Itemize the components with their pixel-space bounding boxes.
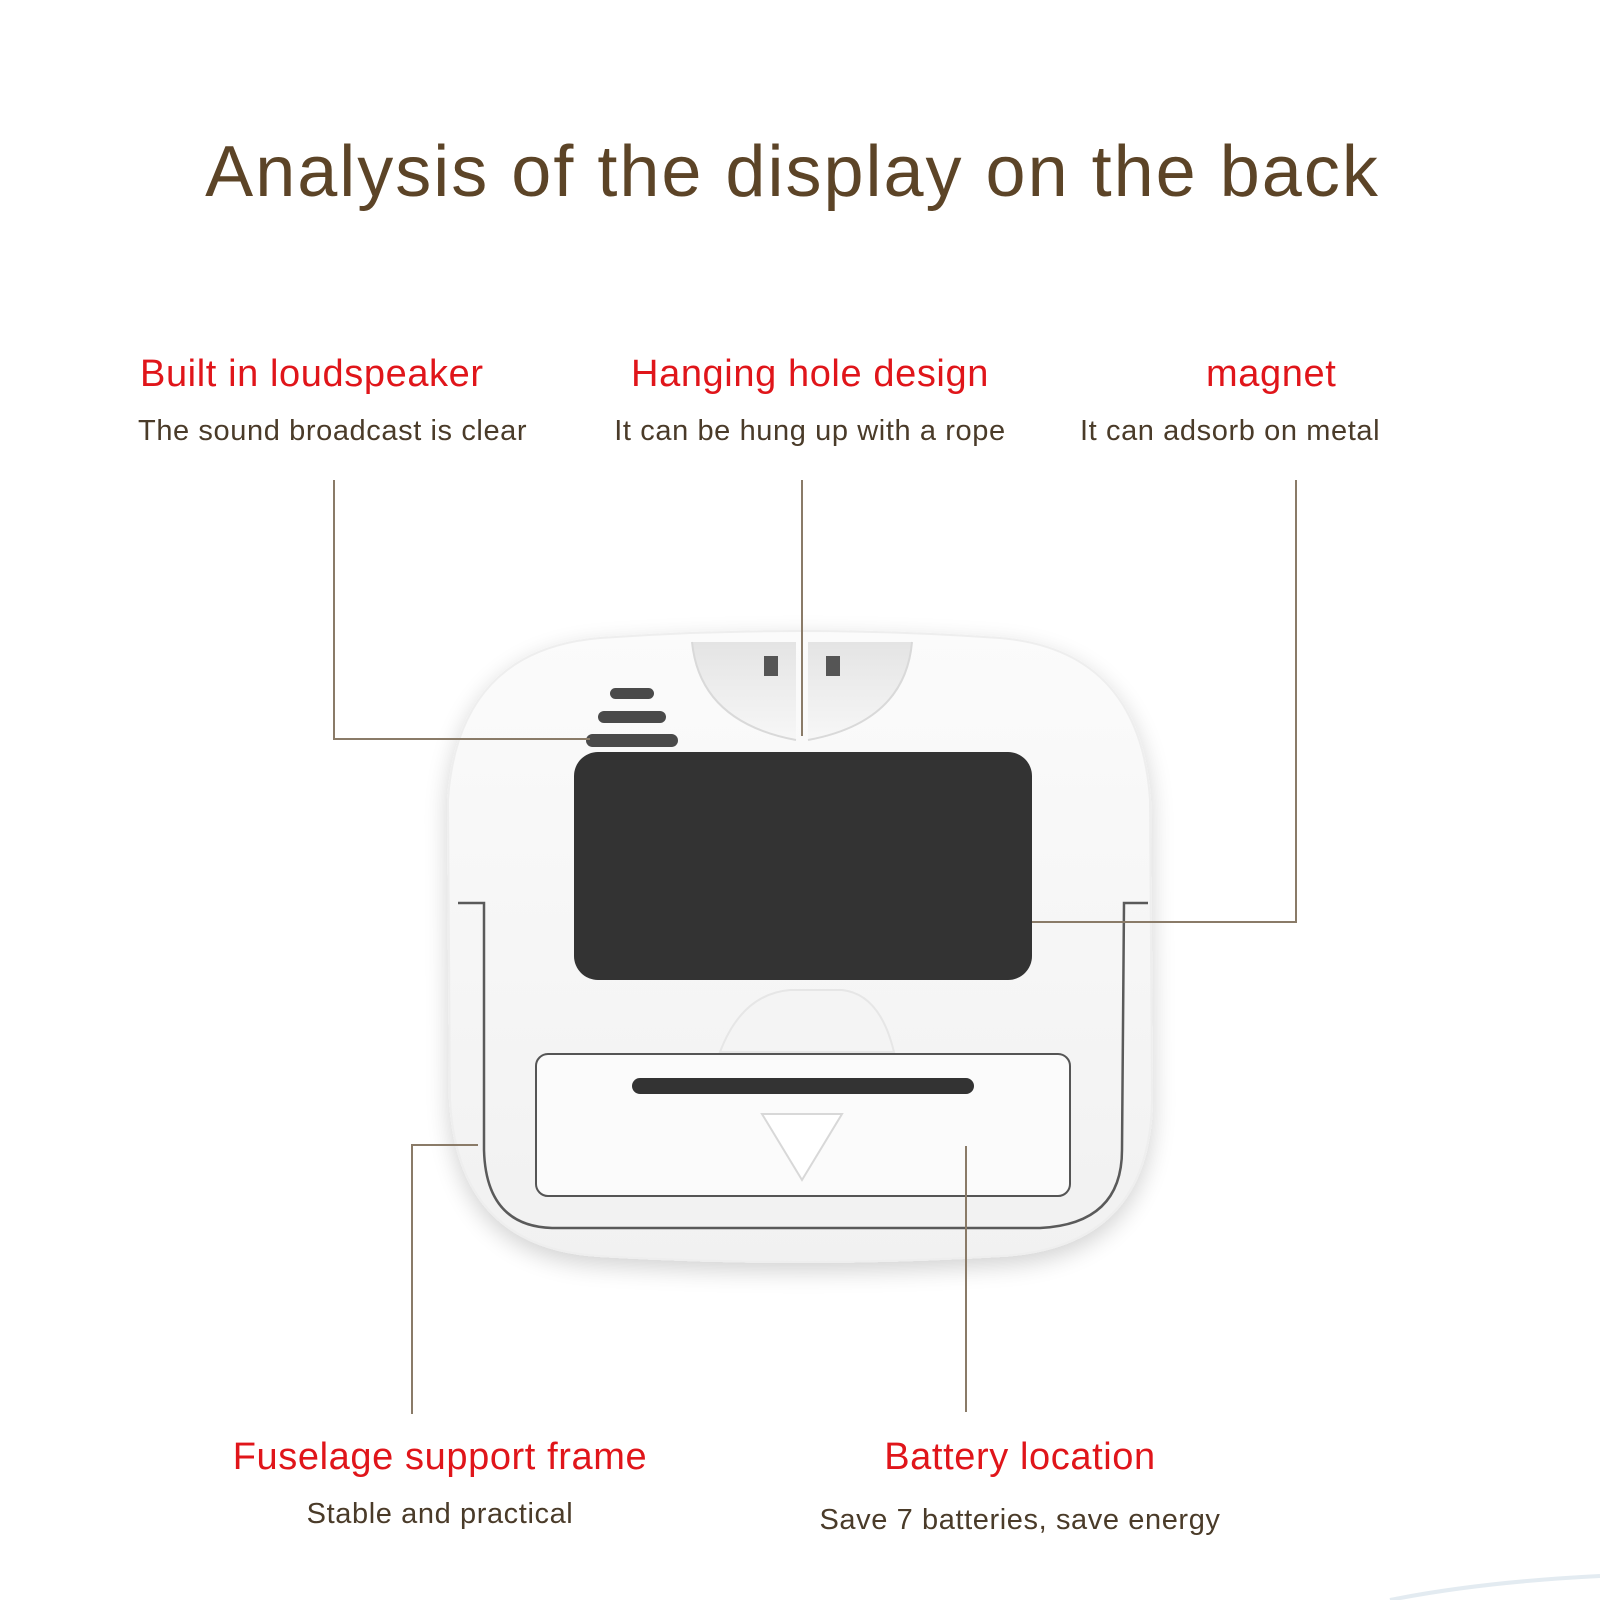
feature-speaker-description: The sound broadcast is clear bbox=[138, 415, 528, 447]
feature-hanging-hole-description: It can be hung up with a rope bbox=[614, 415, 1006, 447]
feature-speaker-title: Built in loudspeaker bbox=[140, 353, 484, 395]
magnet-panel bbox=[574, 752, 1032, 980]
page-title: Analysis of the display on the back bbox=[205, 132, 1380, 212]
battery-cover bbox=[535, 1053, 1071, 1197]
speaker-grille-icon bbox=[586, 688, 678, 747]
down-triangle-icon bbox=[760, 1113, 844, 1182]
feature-magnet-description: It can adsorb on metal bbox=[1080, 415, 1381, 447]
callout-line-support-frame bbox=[411, 1144, 478, 1414]
feature-battery-description: Save 7 batteries, save energy bbox=[819, 1504, 1221, 1536]
support-tab bbox=[718, 989, 896, 1053]
feature-speaker: Built in loudspeaker The sound broadcast… bbox=[130, 355, 570, 446]
callout-lines bbox=[333, 480, 1297, 1414]
callout-line-speaker bbox=[333, 480, 590, 740]
feature-support-frame-title: Fuselage support frame bbox=[232, 1436, 648, 1478]
feature-magnet: magnet It can adsorb on metal bbox=[1080, 355, 1520, 446]
feature-support-frame: Fuselage support frame Stable and practi… bbox=[190, 1438, 690, 1529]
decorative-arc bbox=[1389, 1574, 1600, 1600]
callout-line-magnet bbox=[1032, 480, 1297, 923]
feature-hanging-hole-title: Hanging hole design bbox=[631, 353, 989, 395]
hanging-hole bbox=[691, 641, 913, 741]
feature-magnet-title: magnet bbox=[1206, 353, 1337, 395]
support-frame bbox=[458, 901, 1148, 1230]
feature-support-frame-description: Stable and practical bbox=[306, 1498, 574, 1530]
feature-battery: Battery location Save 7 batteries, save … bbox=[760, 1438, 1280, 1535]
feature-hanging-hole: Hanging hole design It can be hung up wi… bbox=[590, 355, 1030, 446]
feature-battery-title: Battery location bbox=[884, 1436, 1156, 1478]
